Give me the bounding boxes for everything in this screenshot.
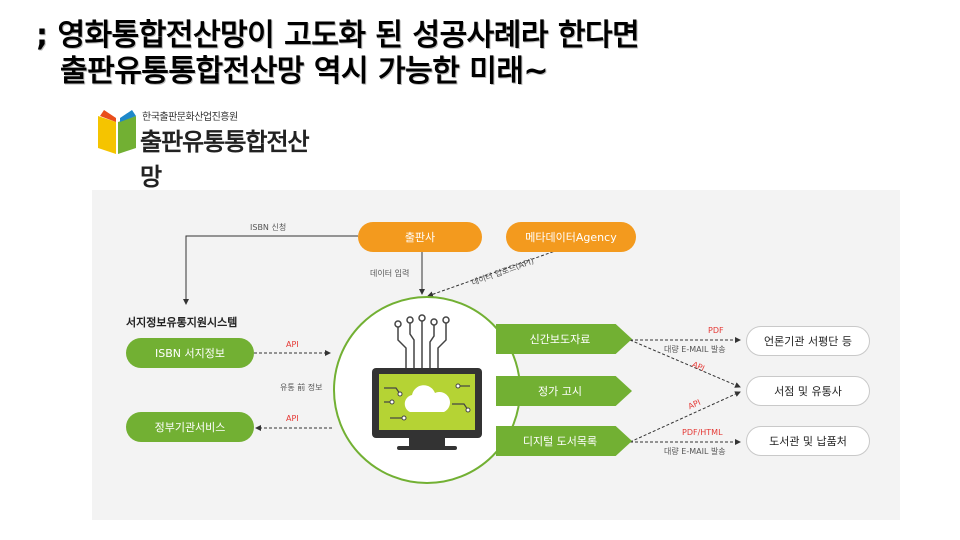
logo-service-name: 출판유통통합전산망 [140, 128, 310, 191]
api-label-gov: API [286, 414, 299, 423]
title-line-1: ; 영화통합전산망이 고도화 된 성공사례라 한다면 [36, 18, 640, 53]
press-node: 언론기관 서평단 등 [746, 326, 870, 356]
isbn-apply-label: ISBN 신청 [250, 223, 287, 232]
api-label-isbn: API [286, 340, 299, 349]
library-node: 도서관 및 납품처 [746, 426, 870, 456]
system-title: 서지정보유통지원시스템 [126, 316, 238, 329]
price-notice-node: 정가 고시 [496, 376, 632, 406]
publisher-node: 출판사 [358, 222, 482, 252]
diagram-connectors [183, 235, 741, 484]
bookstore-node: 서점 및 유통사 [746, 376, 870, 406]
isbn-info-node: ISBN 서지정보 [126, 338, 254, 368]
pdf-label: PDF [708, 326, 724, 335]
gov-service-node: 정부기관서비스 [126, 412, 254, 442]
system-diagram: 출판사 메타데이터Agency ISBN 신청 데이터 입력 데이터 업로드(A… [92, 190, 900, 520]
email-send-label-top: 대량 E-MAIL 발송 [664, 345, 726, 354]
digital-catalog-node: 디지털 도서목록 [496, 426, 632, 456]
new-release-node: 신간보도자료 [496, 324, 632, 354]
email-send-label-bottom: 대량 E-MAIL 발송 [664, 447, 726, 456]
data-input-label: 데이터 입력 [370, 269, 410, 278]
metadata-agency-node: 메타데이터Agency [506, 222, 636, 252]
pdf-html-label: PDF/HTML [682, 428, 723, 437]
kpipa-logo: 한국출판문화산업진흥원 출판유통통합전산망 [96, 108, 326, 191]
title-line-2: 출판유통통합전산망 역시 가능한 미래~ [60, 54, 549, 89]
logo-org-name: 한국출판문화산업진흥원 [142, 112, 238, 123]
book-logo-icon [98, 110, 136, 154]
pre-dist-info-label: 유통 前 정보 [280, 383, 323, 392]
slide-title: ; 영화통합전산망이 고도화 된 성공사례라 한다면 출판유통통합전산망 역시 … [36, 18, 640, 90]
